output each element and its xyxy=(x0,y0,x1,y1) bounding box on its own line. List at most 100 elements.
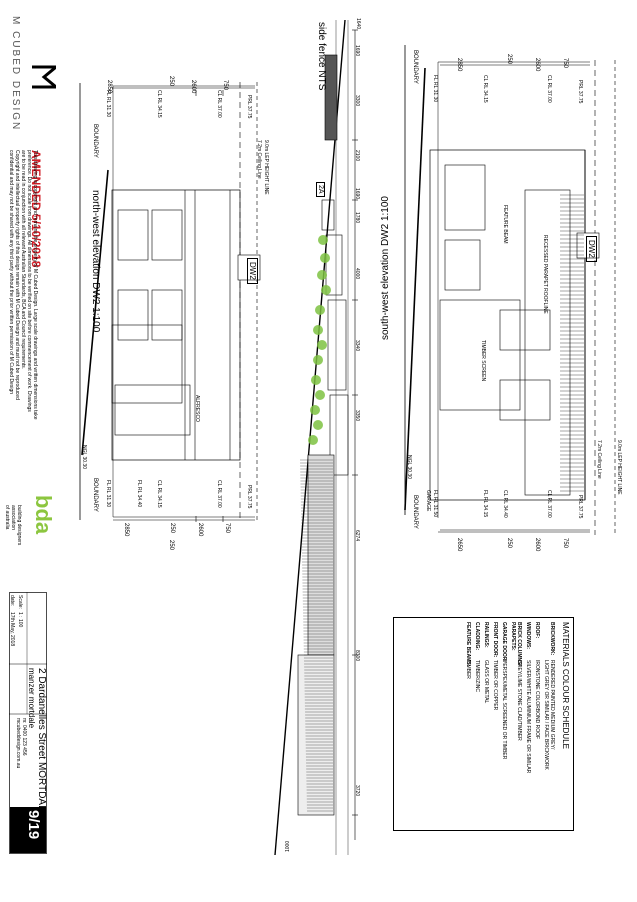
sw-dim-bottom-1: 2650 xyxy=(456,538,462,552)
title-block xyxy=(9,592,47,854)
sw-ceiling: 7.2m Ceiling Line xyxy=(596,440,602,479)
sw-level-bottom-2: GARAGE xyxy=(425,490,431,512)
disclaimer-line-1: This drawing is copyright and remains th… xyxy=(32,150,38,420)
nw-boundary-bottom: BOUNDARY xyxy=(92,478,98,512)
schedule-value-2: IRONSTONE COLORBOND ROOF xyxy=(534,660,540,740)
contact-1: m: 0400 123 456 xyxy=(21,718,27,756)
nw-dim-top-2: 250 xyxy=(168,76,174,87)
sw-dim-bottom-2: 250 xyxy=(506,538,512,549)
scale-value: 1 : 100 xyxy=(17,612,23,628)
sw-level-top-4: PRL 37.75 xyxy=(577,80,583,104)
sw-mark: DW2 xyxy=(586,236,597,262)
client-name: manzer mortdale xyxy=(27,668,36,729)
fence-dim-8: 3350 xyxy=(354,410,360,422)
sw-roof-hatch xyxy=(560,194,584,492)
sw-dim-bottom-3: 2600 xyxy=(534,538,540,552)
disclaimer-line-2: preference. Do not scale from drawings. … xyxy=(26,150,32,412)
sheet-number: 9/19 xyxy=(25,810,42,840)
title-block-frame xyxy=(9,592,47,854)
nw-dim-bottom-2: 250 xyxy=(169,523,175,534)
nw-level-bottom-4: CL RL 37.00 xyxy=(216,480,222,508)
nw-dim-top-4: 750 xyxy=(222,80,228,91)
nw-level-top-4: PRL 37.75 xyxy=(246,95,252,119)
sw-level-bottom-6: PRL 37.75 xyxy=(577,495,583,519)
fence-planting xyxy=(308,235,331,445)
schedule-title: MATERIALS COLOUR SCHEDULE xyxy=(561,622,570,749)
nw-level-top-3: CL RL 37.00 xyxy=(216,90,222,118)
disclaimer-line-5: confidential and may not be shared with … xyxy=(8,150,14,395)
nw-ceiling: 7.2m Ceiling Line xyxy=(256,140,262,179)
sw-level-bottom-5: CL RL 37.00 xyxy=(546,490,552,518)
shrub xyxy=(313,420,323,430)
schedule-key-3: WINDOWS: xyxy=(525,622,531,649)
sw-dim-bottom-4: 750 xyxy=(562,538,568,549)
shrub xyxy=(308,435,318,445)
fence-dim-5: 1780 xyxy=(354,212,360,224)
brand-name: M CUBED DESIGN xyxy=(10,16,21,132)
date-label: date: xyxy=(9,595,15,607)
sw-dim-top-3: 2600 xyxy=(534,58,540,72)
disclaimer-line-3: are to be read in conjunction with all r… xyxy=(20,150,26,370)
sw-note-3: TIMBER SCREEN xyxy=(480,340,486,382)
fence-hatch xyxy=(300,459,333,812)
schedule-value-3: SILVER/WHITE ALUMINIUM FRAME OR SIMILAR xyxy=(525,660,531,774)
fence-dim-7: 3340 xyxy=(354,340,360,352)
shrub xyxy=(313,355,323,365)
shrub xyxy=(321,285,331,295)
sw-level-top-1: FL RL 31.30 xyxy=(432,75,438,103)
fence-dim-9: 6274 xyxy=(354,530,360,542)
fence-dim-1: 1690 xyxy=(354,45,360,57)
schedule-key-1: BRICKWORK: xyxy=(549,622,555,656)
date-value: 17th May, 2018 xyxy=(9,612,15,647)
sw-level-top-3: CL RL 37.00 xyxy=(546,75,552,103)
schedule-value-7: GLASS OR METAL xyxy=(483,660,489,704)
sw-ngl: NGL 30.30 xyxy=(406,455,412,479)
bda-logo: bda xyxy=(31,495,56,535)
schedule-value-4: GREY/LIME STONE CLAD/TIMBER xyxy=(516,660,522,741)
sw-note-2: FEATURE BEAM xyxy=(502,205,508,244)
sw-title: south-west elevation DW2 1:100 xyxy=(380,196,391,340)
sw-dim-top-2: 250 xyxy=(506,54,512,65)
nw-alfresco: ALFRESCO xyxy=(194,395,200,422)
fence-end: 1000 xyxy=(285,840,291,852)
schedule-value-6: TIMBER OR COPPER xyxy=(492,660,498,711)
nw-elevation-drawing xyxy=(79,82,261,522)
fence-dim-11: 3720 xyxy=(354,785,360,797)
sw-height-line: 9.0m LEP HEIGHT LINE xyxy=(616,440,622,495)
fence-dim-6: 4000 xyxy=(354,268,360,280)
schedule-key-6: FRONT DOOR: xyxy=(492,622,498,658)
fence-dim-4: 1690 xyxy=(354,188,360,200)
sw-boundary-top: BOUNDARY xyxy=(412,50,418,84)
schedule-value-8: TIMBER/ZINC xyxy=(474,660,480,692)
sw-level-top-2: CL RL 34.15 xyxy=(482,75,488,103)
fence-dim-2: 3300 xyxy=(354,95,360,107)
schedule-key-5: GARAGE DOOR: xyxy=(501,622,507,662)
nw-level-top-1: FL RL 31.30 xyxy=(105,90,111,118)
side-fence-drawing xyxy=(274,19,358,856)
shrub xyxy=(317,340,327,350)
sw-level-bottom-4: CL RL 34.40 xyxy=(502,490,508,518)
schedule-value-1: RENDERED PAINTED MEDIUM GREY/ LIGHT GREY… xyxy=(543,660,555,770)
schedule-value-9: TIMBER xyxy=(465,660,471,679)
schedule-key-2: ROOF: xyxy=(534,622,540,639)
shrub xyxy=(320,253,330,263)
nw-level-bottom-5: PRL 37.75 xyxy=(246,485,252,509)
nw-dim-bottom-total: 250 xyxy=(168,540,174,551)
disclaimer-line-4: Copyright and intellectual property righ… xyxy=(14,150,20,400)
fence-title: side fence NTS xyxy=(316,22,327,91)
sw-level-bottom-3: FL RL 34.15 xyxy=(482,490,488,518)
shrub xyxy=(311,375,321,385)
shrub xyxy=(317,270,327,280)
fence-start: 1640 xyxy=(355,18,361,30)
nw-title: north-west elevation DW2 1:100 xyxy=(90,190,101,333)
sw-level-bottom-1: FL RL 31.50 xyxy=(432,490,438,518)
nw-dim-bottom-1: 2850 xyxy=(123,523,129,537)
fence-dim-10: 8300 xyxy=(354,650,360,662)
project-address: 2 Dardanelles Street MORTDALE xyxy=(36,668,47,818)
nw-ngl: NGL 30.30 xyxy=(81,445,87,469)
nw-height-line: 9.0m LEP HEIGHT LINE xyxy=(263,140,269,195)
shrub xyxy=(315,305,325,315)
nw-boundary-top: BOUNDARY xyxy=(92,124,98,158)
schedule-key-7: RAILINGS: xyxy=(483,622,489,648)
